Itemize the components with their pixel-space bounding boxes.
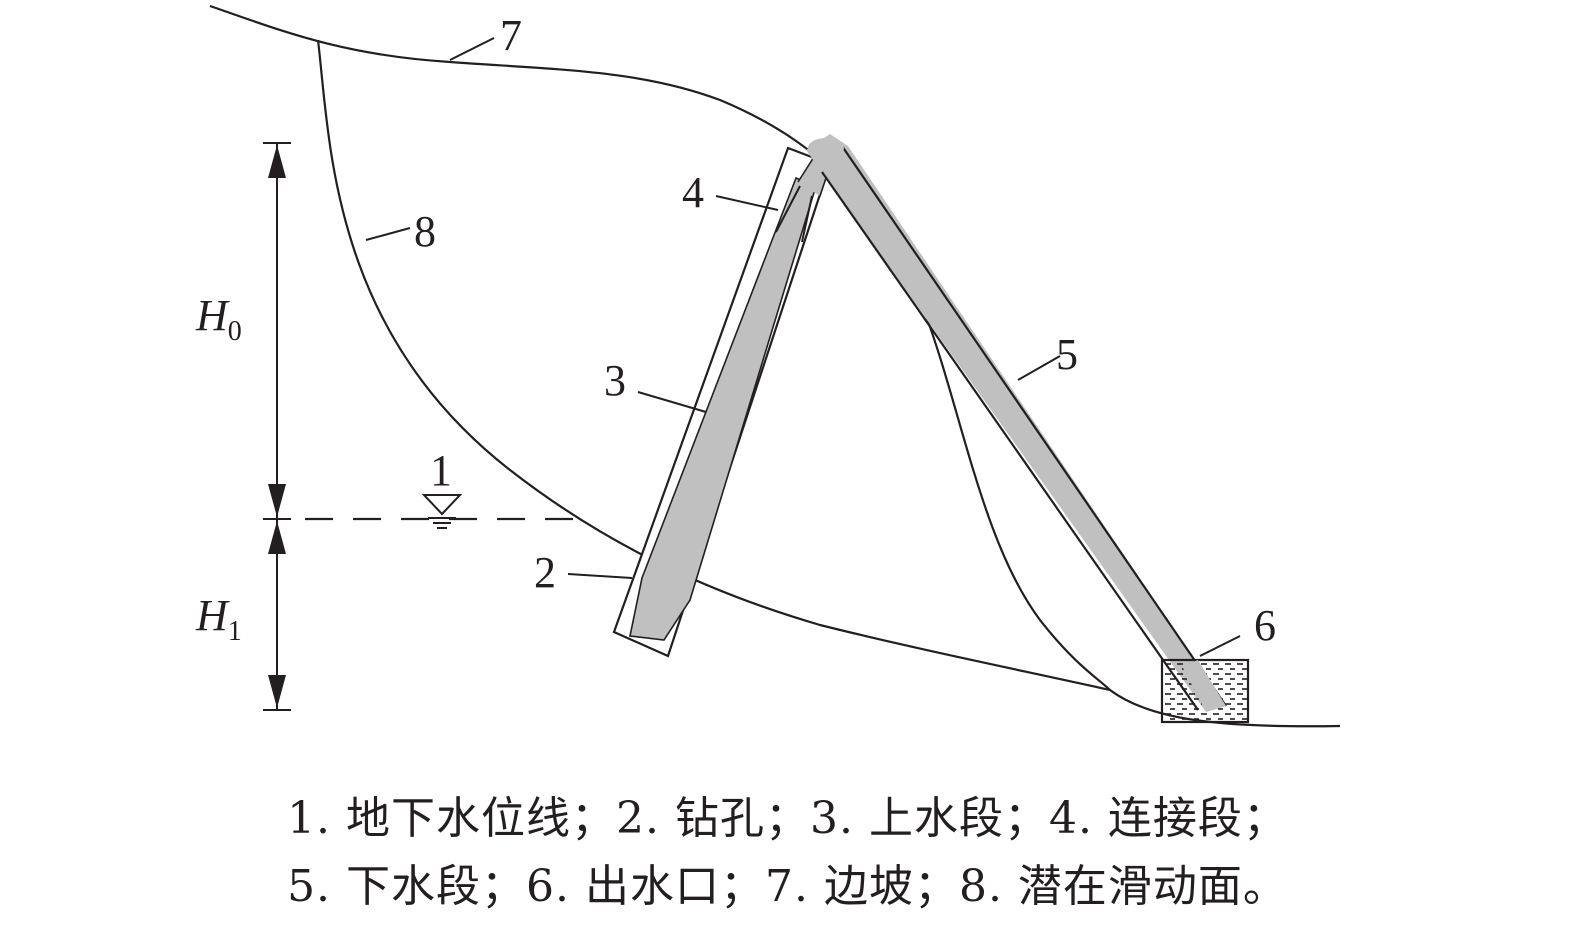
label-outlet: 6 (1254, 601, 1276, 650)
dimension-h1 (263, 518, 291, 711)
groundwater-symbol (421, 494, 463, 529)
leader-lines (365, 37, 1241, 657)
label-h1: H1 (195, 591, 242, 647)
outlet-box (1160, 658, 1250, 724)
label-slope: 7 (500, 11, 522, 60)
label-upper-section: 3 (604, 356, 626, 405)
slope-surface (209, 4, 1341, 728)
label-borehole: 2 (534, 548, 556, 597)
dimension-h0 (263, 142, 291, 519)
label-lower-section: 5 (1056, 330, 1078, 379)
label-h0: H0 (195, 291, 242, 347)
label-slip-surface: 8 (414, 207, 436, 256)
slip-surface (316, 39, 1111, 692)
label-connection: 4 (682, 168, 704, 217)
caption-line-2: 5. 下水段；6. 出水口；7. 边坡；8. 潜在滑动面。 (287, 861, 1288, 912)
caption-line-1: 1. 地下水位线；2. 钻孔；3. 上水段；4. 连接段； (287, 793, 1288, 844)
label-groundwater: 1 (430, 446, 452, 495)
lower-water-section (806, 134, 1227, 712)
upper-water-section (629, 176, 817, 641)
slope-drainage-diagram: 7 8 4 3 5 1 2 6 H0 H1 (195, 4, 1341, 728)
